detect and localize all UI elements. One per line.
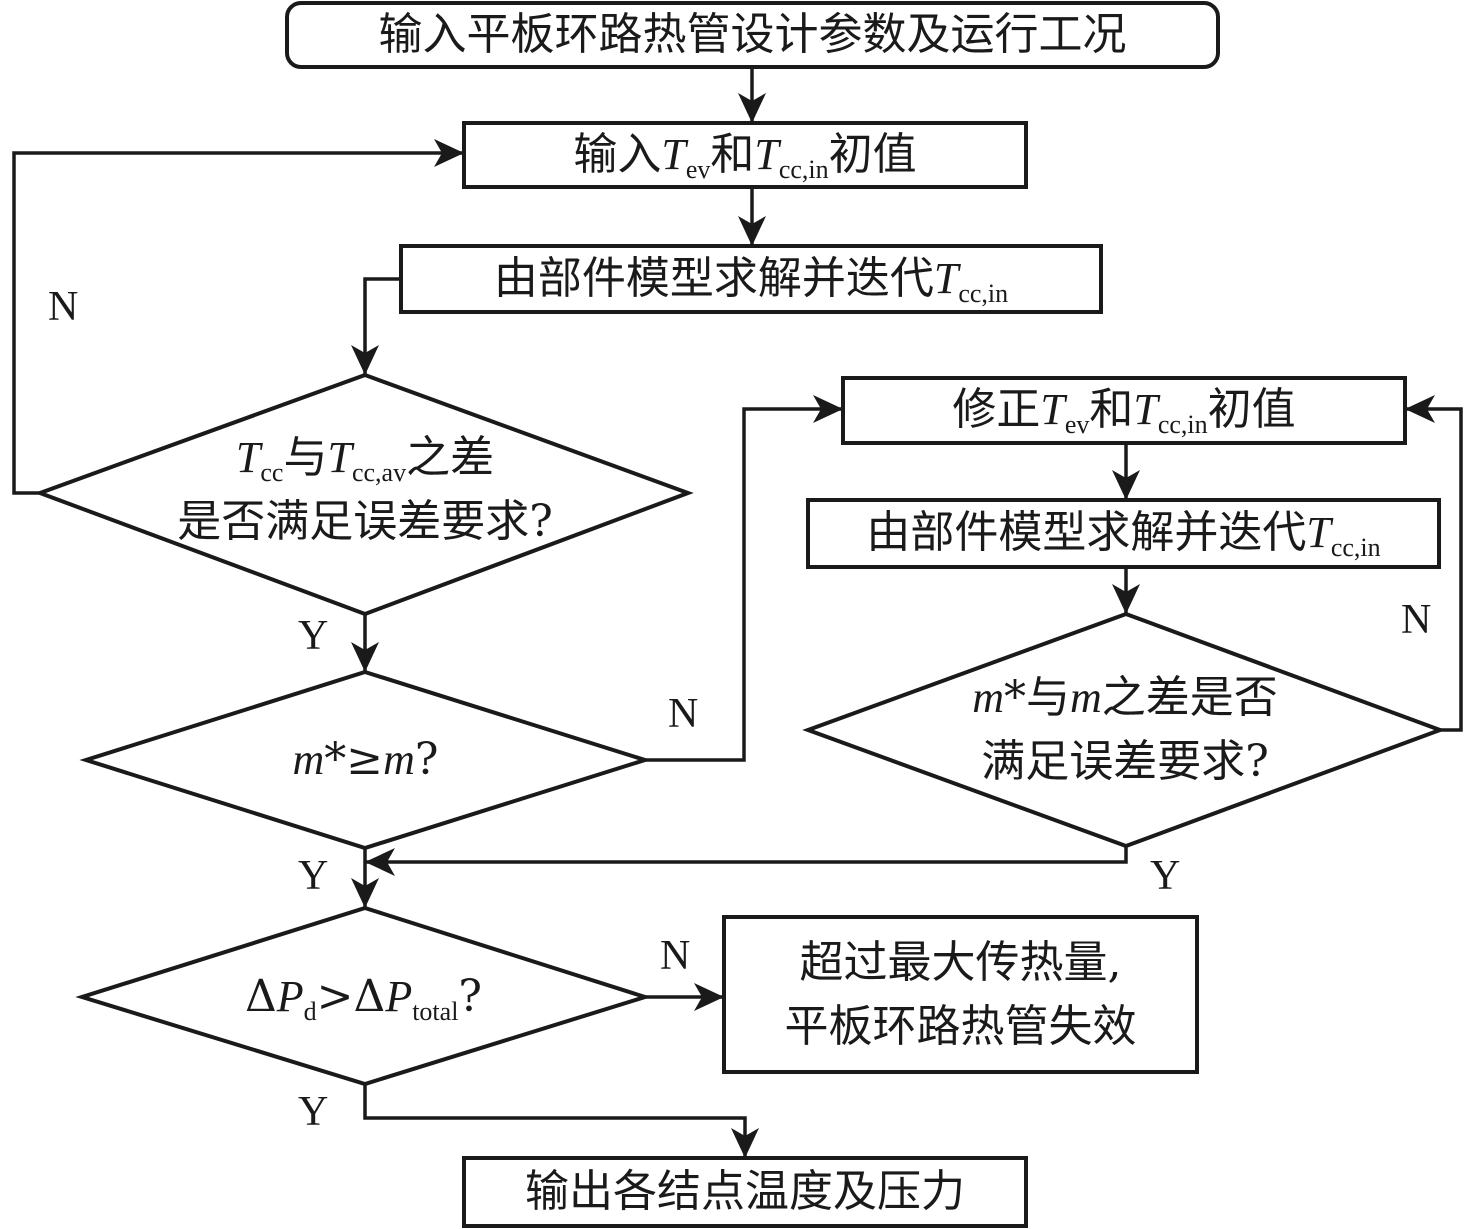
sub-cc: cc [260,458,284,488]
iterate-2-pre: 由部件模型求解并迭代 [866,507,1307,559]
decision-3-mid: *与 [1004,672,1070,724]
correct-init-pre: 修正 [952,384,1041,436]
label-yes-decision-2: Y [298,853,329,899]
output-label: 输出各结点温度及压力 [525,1165,965,1217]
decision-3-text: m*与m之差是否 满足误差要求? [880,660,1370,800]
var-m: m [1070,673,1102,723]
start-text: 输入平板环路热管设计参数及运行工况 [287,3,1218,67]
decision-4-post: ? [458,970,483,1022]
var-T: T [1306,508,1331,558]
arrow-decision-2-no [645,395,843,762]
start-label: 输入平板环路热管设计参数及运行工况 [378,8,1127,60]
decision-4-op: >Δ [316,970,386,1022]
sub-cc-in: cc,in [778,154,829,184]
delta-symbol: Δ [244,970,277,1022]
arrow-decision-1-no-loop [12,139,464,495]
decision-2-text: m*≥m? [86,720,645,800]
var-T: T [661,129,686,179]
var-m: m [383,734,415,784]
output-text: 输出各结点温度及压力 [464,1158,1026,1226]
var-T: T [1040,385,1065,435]
sub-cc-av: cc,av [351,458,407,488]
var-T: T [327,433,352,483]
decision-2-op: *≥ [324,733,384,785]
decision-3-post: 之差是否 [1101,672,1278,724]
iterate-2-text: 由部件模型求解并迭代Tcc,in [808,500,1439,567]
sub-d: d [303,996,317,1026]
input-init-text: 输入Tev和Tcc,in初值 [464,123,1026,187]
label-yes-decision-3: Y [1150,853,1181,899]
input-init-post: 初值 [828,128,917,180]
decision-3-line2: 满足误差要求? [981,736,1269,787]
var-T: T [933,253,959,303]
input-init-mid: 和 [710,128,755,180]
var-T: T [754,129,779,179]
label-no-decision-2: N [668,691,699,737]
decision-1-mid: 与 [283,432,328,484]
iterate-1-pre: 由部件模型求解并迭代 [493,252,934,304]
sub-cc-in: cc,in [1330,533,1381,563]
input-init-box [462,121,1028,189]
arrow-iterate-1-to-decision-1 [351,277,401,375]
label-no-decision-1: N [48,284,79,330]
correct-init-mid: 和 [1089,384,1134,436]
fail-text: 超过最大传热量, 平板环路热管失效 [724,917,1197,1072]
correct-init-text: 修正Tev和Tcc,in初值 [843,378,1405,443]
output-box [462,1156,1028,1228]
label-yes-decision-1: Y [298,613,329,659]
fail-box [722,915,1199,1074]
input-init-pre: 输入 [573,128,662,180]
arrow-decision-3-no-loop [1405,395,1463,732]
var-T: T [235,433,261,483]
decision-1-line2: 是否满足误差要求? [177,496,553,547]
sub-ev: ev [1064,410,1090,440]
var-m: m [972,673,1004,723]
sub-cc-in: cc,in [1157,410,1208,440]
var-T: T [1133,385,1158,435]
var-P: P [276,971,304,1021]
decision-1-text: Tcc与Tcc,av之差 是否满足误差要求? [90,420,640,560]
arrow-decision-3-yes [365,846,1128,876]
sub-cc-in: cc,in [958,278,1009,308]
label-no-decision-4: N [660,933,691,979]
correct-init-post: 初值 [1207,384,1296,436]
decision-1-post: 之差 [406,432,495,484]
iterate-1-text: 由部件模型求解并迭代Tcc,in [401,246,1101,312]
label-yes-decision-4: Y [298,1089,329,1135]
arrow-decision-4-yes [363,1084,759,1158]
fail-line2: 平板环路热管失效 [784,1000,1137,1052]
sub-total: total [412,996,459,1026]
iterate-2-box [806,498,1441,569]
var-P: P [385,971,413,1021]
decision-2-post: ? [414,733,439,785]
label-no-decision-3: N [1401,597,1432,643]
var-m: m [292,734,325,784]
sub-ev: ev [685,154,711,184]
decision-4-text: ΔPd>ΔPtotal? [82,957,645,1037]
fail-line1: 超过最大传热量, [799,936,1122,988]
